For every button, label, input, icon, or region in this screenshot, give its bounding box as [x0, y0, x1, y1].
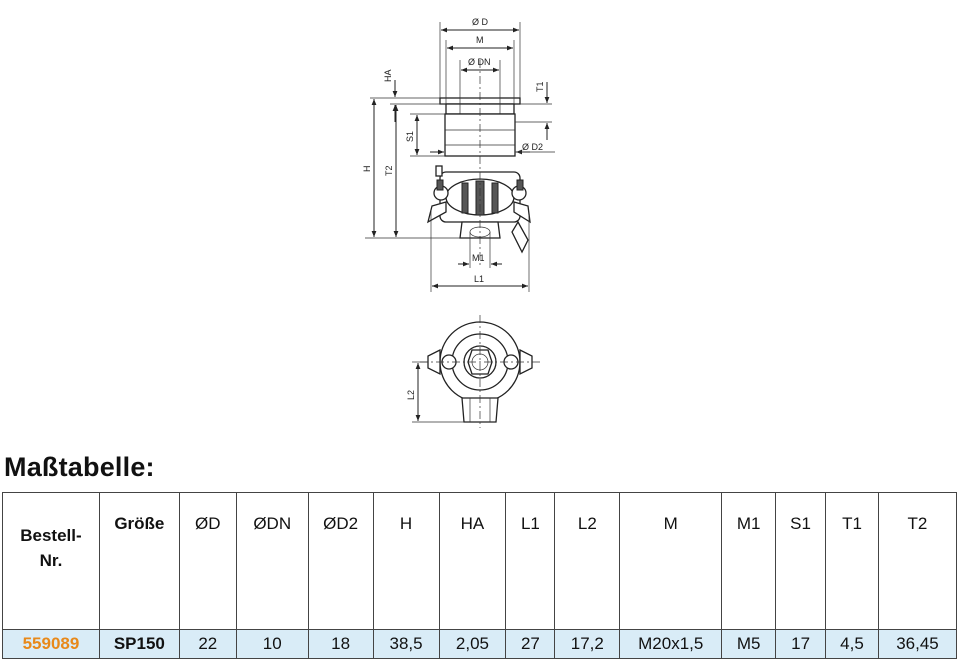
cell-groesse: SP150: [98, 629, 180, 659]
label-dn: Ø DN: [468, 57, 491, 67]
cell-bestell-nr: 559089: [2, 629, 100, 659]
table-header-row: Bestell- Nr. Größe ØD ØDN ØD2 H HA L1 L2…: [2, 492, 958, 630]
cell-t2: 36,45: [877, 629, 958, 659]
cell-l2: 17,2: [554, 629, 621, 659]
header-l2: L2: [554, 492, 621, 630]
side-view: [427, 60, 531, 265]
label-s1: S1: [405, 131, 415, 142]
section-title: Maßtabelle:: [4, 452, 155, 482]
label-l2: L2: [406, 390, 416, 400]
header-l1: L1: [505, 492, 556, 630]
header-d2: ØD2: [307, 492, 374, 630]
label-l1: L1: [474, 274, 484, 284]
cell-m1: M5: [721, 629, 777, 659]
top-view: L2: [406, 315, 540, 428]
header-dn: ØDN: [235, 492, 309, 630]
table-row: 559089 SP150 22 10 18 38,5 2,05 27 17,2 …: [2, 629, 958, 659]
cell-s1: 17: [775, 629, 827, 659]
label-h: H: [362, 166, 372, 173]
label-d: Ø D: [472, 17, 489, 27]
header-t2: T2: [877, 492, 958, 630]
cell-l1: 27: [505, 629, 556, 659]
dimension-table: Bestell- Nr. Größe ØD ØDN ØD2 H HA L1 L2…: [2, 492, 958, 659]
cell-t1: 4,5: [825, 629, 879, 659]
label-m: M: [476, 35, 484, 45]
header-h: H: [372, 492, 440, 630]
cell-h: 38,5: [372, 629, 440, 659]
cell-d2: 18: [307, 629, 374, 659]
header-bestell-line1: Bestell-: [20, 526, 82, 545]
header-groesse: Größe: [98, 492, 180, 630]
header-m1: M1: [721, 492, 777, 630]
header-m: M: [619, 492, 723, 630]
dimension-lines: Ø D M Ø DN HA T1 S1 Ø D2 H: [362, 17, 555, 292]
header-d: ØD: [178, 492, 237, 630]
cell-d: 22: [178, 629, 237, 659]
label-ha: HA: [383, 69, 393, 82]
label-m1: M1: [472, 253, 485, 263]
header-bestell-nr: Bestell- Nr.: [2, 492, 100, 630]
header-s1: S1: [775, 492, 827, 630]
cell-dn: 10: [235, 629, 309, 659]
cell-m: M20x1,5: [619, 629, 723, 659]
label-t1: T1: [535, 81, 545, 92]
header-bestell-line2: Nr.: [39, 551, 63, 570]
cell-ha: 2,05: [438, 629, 507, 659]
label-d2: Ø D2: [522, 142, 543, 152]
label-t2: T2: [384, 165, 394, 176]
header-ha: HA: [438, 492, 507, 630]
header-t1: T1: [825, 492, 879, 630]
technical-drawing: Ø D M Ø DN HA T1 S1 Ø D2 H: [362, 17, 555, 428]
